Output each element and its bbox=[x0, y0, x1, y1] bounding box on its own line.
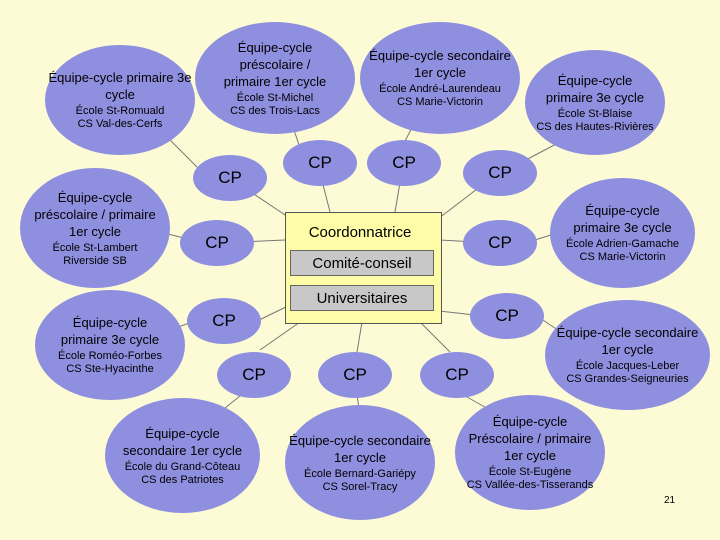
team-title: Équipe-cycle préscolaire / primaire 1er … bbox=[34, 189, 156, 239]
team-school: École Adrien-Gamache bbox=[565, 238, 680, 250]
cp-node: CP bbox=[283, 140, 357, 186]
team-node-st-blaise: Équipe-cycle primaire 3e cycle École St-… bbox=[525, 50, 665, 155]
cp-node: CP bbox=[217, 352, 291, 398]
team-school: École St-Romuald bbox=[75, 105, 165, 117]
team-title: Équipe-cycle secondaire 1er cycle bbox=[289, 432, 431, 465]
team-school: École St-Eugène bbox=[488, 466, 572, 478]
team-board: CS Marie-Victorin bbox=[397, 96, 483, 108]
team-node-st-eugene: Équipe-cycle Préscolaire / primaire 1er … bbox=[455, 395, 605, 510]
cp-node: CP bbox=[180, 220, 254, 266]
team-title: Équipe-cycle secondaire 1er cycle bbox=[369, 48, 511, 80]
team-school: École André-Laurendeau bbox=[379, 83, 501, 95]
team-node-jacques-leber: Équipe-cycle secondaire 1er cycle École … bbox=[545, 300, 710, 410]
team-board: CS Sorel-Tracy bbox=[322, 480, 398, 493]
cp-node: CP bbox=[193, 155, 267, 201]
cp-node: CP bbox=[367, 140, 441, 186]
team-school: École St-Blaise bbox=[557, 107, 633, 120]
team-board: Riverside SB bbox=[63, 254, 127, 267]
team-school: École Roméo-Forbes bbox=[58, 350, 162, 362]
team-node-st-romuald: Équipe-cycle primaire 3e cycle École St-… bbox=[45, 45, 195, 155]
team-title: Équipe-cycle préscolaire / primaire 1er … bbox=[223, 39, 327, 89]
team-title: Équipe-cycle primaire 3e cycle bbox=[545, 72, 645, 105]
team-title: Équipe-cycle primaire 3e cycle bbox=[60, 315, 160, 347]
team-board: CS Ste-Hyacinthe bbox=[66, 363, 154, 375]
team-board: CS des Trois-Lacs bbox=[230, 104, 320, 117]
team-board: CS des Hautes-Rivières bbox=[536, 120, 654, 133]
coordinator-label: Coordonnatrice bbox=[308, 223, 412, 241]
team-board: CS Vallée-des-Tisserands bbox=[466, 479, 594, 491]
team-title: Équipe-cycle primaire 3e cycle bbox=[48, 70, 192, 102]
team-school: École Jacques-Leber bbox=[575, 360, 680, 372]
cp-node: CP bbox=[420, 352, 494, 398]
team-school: École Bernard-Gariépy bbox=[304, 467, 416, 480]
team-node-grand-coteau: Équipe-cycle secondaire 1er cycle École … bbox=[105, 398, 260, 513]
team-school: École du Grand-Côteau bbox=[124, 460, 241, 473]
team-title: Équipe-cycle Préscolaire / primaire 1er … bbox=[468, 414, 592, 463]
team-board: CS Marie-Victorin bbox=[579, 251, 666, 263]
cp-node: CP bbox=[463, 220, 537, 266]
page-number: 21 bbox=[664, 495, 676, 506]
cp-node: CP bbox=[470, 293, 544, 339]
team-board: CS Grandes-Seigneuries bbox=[566, 373, 689, 385]
team-board: CS Val-des-Cerfs bbox=[77, 118, 163, 130]
team-school: École St-Michel bbox=[236, 91, 314, 104]
team-node-adrien-gamache: Équipe-cycle primaire 3e cycle École Adr… bbox=[550, 178, 695, 288]
team-node-romeo-forbes: Équipe-cycle primaire 3e cycle École Rom… bbox=[35, 290, 185, 400]
cp-node: CP bbox=[463, 150, 537, 196]
team-node-andre-laurendeau: Équipe-cycle secondaire 1er cycle École … bbox=[360, 22, 520, 134]
team-node-st-michel: Équipe-cycle préscolaire / primaire 1er … bbox=[195, 22, 355, 134]
cp-node: CP bbox=[318, 352, 392, 398]
cp-node: CP bbox=[187, 298, 261, 344]
team-title: Équipe-cycle primaire 3e cycle bbox=[573, 203, 672, 235]
team-node-st-lambert: Équipe-cycle préscolaire / primaire 1er … bbox=[20, 168, 170, 288]
team-title: Équipe-cycle secondaire 1er cycle bbox=[122, 425, 243, 458]
committee-label: Comité-conseil bbox=[290, 250, 434, 276]
universities-label: Universitaires bbox=[290, 285, 434, 311]
team-node-bernard-gariepy: Équipe-cycle secondaire 1er cycle École … bbox=[285, 405, 435, 520]
team-school: École St-Lambert bbox=[52, 241, 138, 254]
team-board: CS des Patriotes bbox=[141, 473, 224, 486]
team-title: Équipe-cycle secondaire 1er cycle bbox=[556, 325, 699, 357]
